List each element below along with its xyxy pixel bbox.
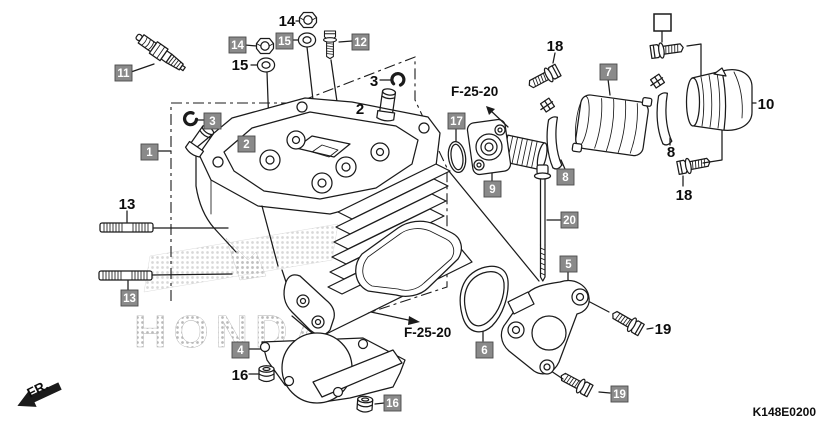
valve-guide-right xyxy=(375,87,399,123)
svg-text:11: 11 xyxy=(117,68,130,80)
callout-box-16[interactable]: 16 xyxy=(383,394,402,412)
stud-13-upper xyxy=(99,222,154,233)
svg-text:5: 5 xyxy=(565,259,572,271)
nut-14-top xyxy=(298,11,318,29)
washer-15-lower xyxy=(256,57,276,73)
svg-text:14: 14 xyxy=(231,40,244,52)
callout-box-9[interactable]: 9 xyxy=(483,180,502,198)
o-ring-17 xyxy=(447,140,467,174)
dowel-16-right xyxy=(356,395,374,414)
plain-callouts: 14 15 13 16 3 2 18 18 8 10 19 xyxy=(119,13,775,384)
spark-plug-drawing xyxy=(135,33,186,72)
bolt-12 xyxy=(323,30,337,60)
diagram-code: K148E0200 xyxy=(753,405,817,419)
long-bolt-20 xyxy=(533,164,552,282)
callout-label-2[interactable]: 2 xyxy=(356,101,364,118)
nut-14-lower xyxy=(255,37,275,55)
svg-text:13: 13 xyxy=(123,293,136,305)
bolt-19-upper xyxy=(608,306,646,338)
svg-text:3: 3 xyxy=(209,116,215,128)
intake-boot-drawing xyxy=(685,67,753,131)
square-reference-marker xyxy=(653,13,672,32)
callout-label-15[interactable]: 15 xyxy=(232,57,249,74)
valve-clip-right xyxy=(389,71,407,88)
callout-label-14[interactable]: 14 xyxy=(279,13,296,30)
svg-text:15: 15 xyxy=(278,36,291,48)
callout-box-15[interactable]: 15 xyxy=(275,32,294,50)
washer-15-upper xyxy=(297,32,317,48)
callout-label-18-top[interactable]: 18 xyxy=(547,38,564,55)
front-direction-arrow: FR. xyxy=(17,377,62,407)
stud-bosses xyxy=(259,130,390,194)
callout-label-16[interactable]: 16 xyxy=(232,367,249,384)
cylinder-head-drawing xyxy=(195,97,473,339)
callout-box-8[interactable]: 8 xyxy=(556,168,575,186)
callout-box-13[interactable]: 13 xyxy=(120,289,139,307)
callout-box-7[interactable]: 7 xyxy=(599,63,618,81)
bolt-18-bottom xyxy=(675,153,712,177)
callout-box-5[interactable]: 5 xyxy=(559,255,578,273)
svg-text:7: 7 xyxy=(605,67,611,79)
callout-box-19[interactable]: 19 xyxy=(610,385,629,403)
callout-box-3[interactable]: 3 xyxy=(203,112,222,130)
callout-box-14[interactable]: 14 xyxy=(228,36,247,54)
bolt-19-lower xyxy=(557,368,595,399)
clamp-8-right xyxy=(646,72,673,147)
svg-text:1: 1 xyxy=(146,147,153,159)
svg-text:17: 17 xyxy=(450,116,463,128)
reference-code-top[interactable]: F-25-20 xyxy=(451,84,498,99)
bolt-18-top xyxy=(525,62,563,93)
dowel-16-left xyxy=(258,365,275,383)
svg-text:6: 6 xyxy=(481,345,487,357)
svg-text:9: 9 xyxy=(489,184,495,196)
callout-box-12[interactable]: 12 xyxy=(351,33,370,51)
boxed-callouts: 11 14 15 12 3 2 1 13 4 16 17 9 7 8 20 5 … xyxy=(114,32,629,412)
head-gasket-drawing xyxy=(259,332,406,404)
svg-text:12: 12 xyxy=(354,37,367,49)
callout-label-18-bottom[interactable]: 18 xyxy=(676,187,693,204)
reference-arrow-bottom xyxy=(370,311,420,325)
callout-box-1[interactable]: 1 xyxy=(140,143,159,161)
callout-box-11[interactable]: 11 xyxy=(114,64,133,82)
bolt-square-ref xyxy=(649,39,685,61)
stud-13-lower xyxy=(98,270,153,281)
callout-label-3[interactable]: 3 xyxy=(370,73,378,90)
cover-gasket-drawing xyxy=(459,265,509,333)
callout-label-8[interactable]: 8 xyxy=(667,144,675,161)
svg-text:2: 2 xyxy=(243,139,249,151)
callout-box-17[interactable]: 17 xyxy=(447,112,466,130)
callout-label-19[interactable]: 19 xyxy=(655,321,672,338)
insulator-drawing xyxy=(571,94,653,157)
svg-text:19: 19 xyxy=(613,389,626,401)
reference-code-bottom[interactable]: F-25-20 xyxy=(404,325,451,340)
svg-text:8: 8 xyxy=(562,172,569,184)
port-cover-drawing xyxy=(500,280,590,375)
svg-text:16: 16 xyxy=(386,398,399,410)
reference-arrow-top xyxy=(486,106,509,128)
callout-label-10[interactable]: 10 xyxy=(758,96,775,113)
callout-label-13[interactable]: 13 xyxy=(119,196,136,213)
callout-box-2[interactable]: 2 xyxy=(237,135,256,153)
callout-box-4[interactable]: 4 xyxy=(231,341,250,359)
callout-box-20[interactable]: 20 xyxy=(560,211,579,229)
svg-text:4: 4 xyxy=(237,345,244,357)
svg-text:20: 20 xyxy=(563,215,576,227)
callout-box-6[interactable]: 6 xyxy=(475,341,494,359)
valve-clip-left xyxy=(180,109,200,129)
